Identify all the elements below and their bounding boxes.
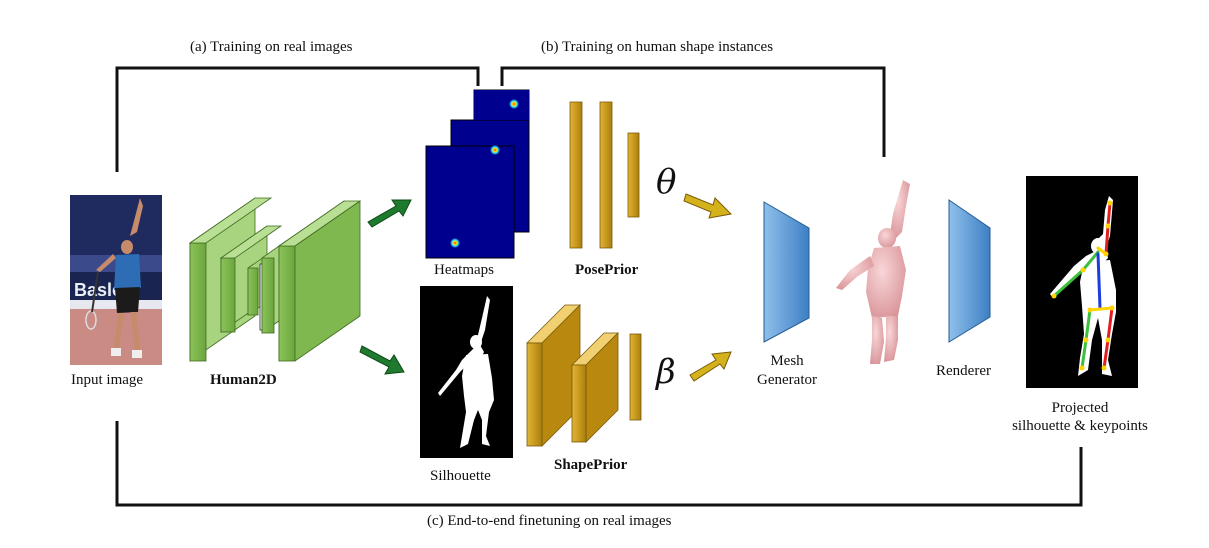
caption-a: (a) Training on real images — [190, 39, 353, 55]
beta-symbol: β — [656, 352, 676, 392]
label-projected-line1: Projected — [1051, 400, 1109, 416]
photo-banner-subtext: Versicherunge — [74, 301, 119, 308]
label-human2d: Human2D — [210, 372, 277, 388]
label-mesh-generator-line2: Generator — [757, 372, 817, 388]
label-projected-line2: silhouette & keypoints — [1012, 418, 1148, 434]
label-renderer: Renderer — [936, 363, 991, 379]
caption-c: (c) End-to-end finetuning on real images — [427, 513, 672, 529]
label-input-image: Input image — [71, 372, 144, 388]
mesh-body — [836, 180, 910, 364]
projected-output-image — [1026, 176, 1138, 388]
bracket-c-line — [115, 421, 1083, 507]
arrow-to-heatmaps — [367, 199, 412, 228]
caption-b: (b) Training on human shape instances — [541, 39, 774, 55]
keypoint-skeleton — [1052, 201, 1114, 370]
label-shape-prior: ShapePrior — [554, 457, 628, 473]
bracket-b-line — [500, 66, 886, 157]
bracket-a-line — [115, 66, 480, 172]
arrow-to-silhouette — [359, 345, 405, 375]
label-pose-prior: PosePrior — [575, 262, 639, 278]
silhouette-image — [420, 286, 513, 458]
renderer-block — [948, 199, 991, 343]
label-silhouette: Silhouette — [430, 468, 491, 484]
heatmaps-stack — [425, 89, 530, 259]
arrow-theta-to-mesh — [683, 193, 733, 219]
mesh-generator-block — [763, 201, 810, 343]
label-heatmaps: Heatmaps — [434, 262, 494, 278]
label-mesh-generator-line1: Mesh — [770, 353, 804, 369]
human2d-network — [188, 197, 362, 362]
input-photo: Basle Versicherunge — [70, 195, 162, 365]
shape-prior-network — [526, 304, 642, 447]
theta-symbol: θ — [656, 162, 677, 202]
arrow-beta-to-mesh — [689, 351, 732, 382]
pose-prior-network — [569, 101, 640, 249]
photo-banner-text: Basle — [74, 280, 122, 300]
